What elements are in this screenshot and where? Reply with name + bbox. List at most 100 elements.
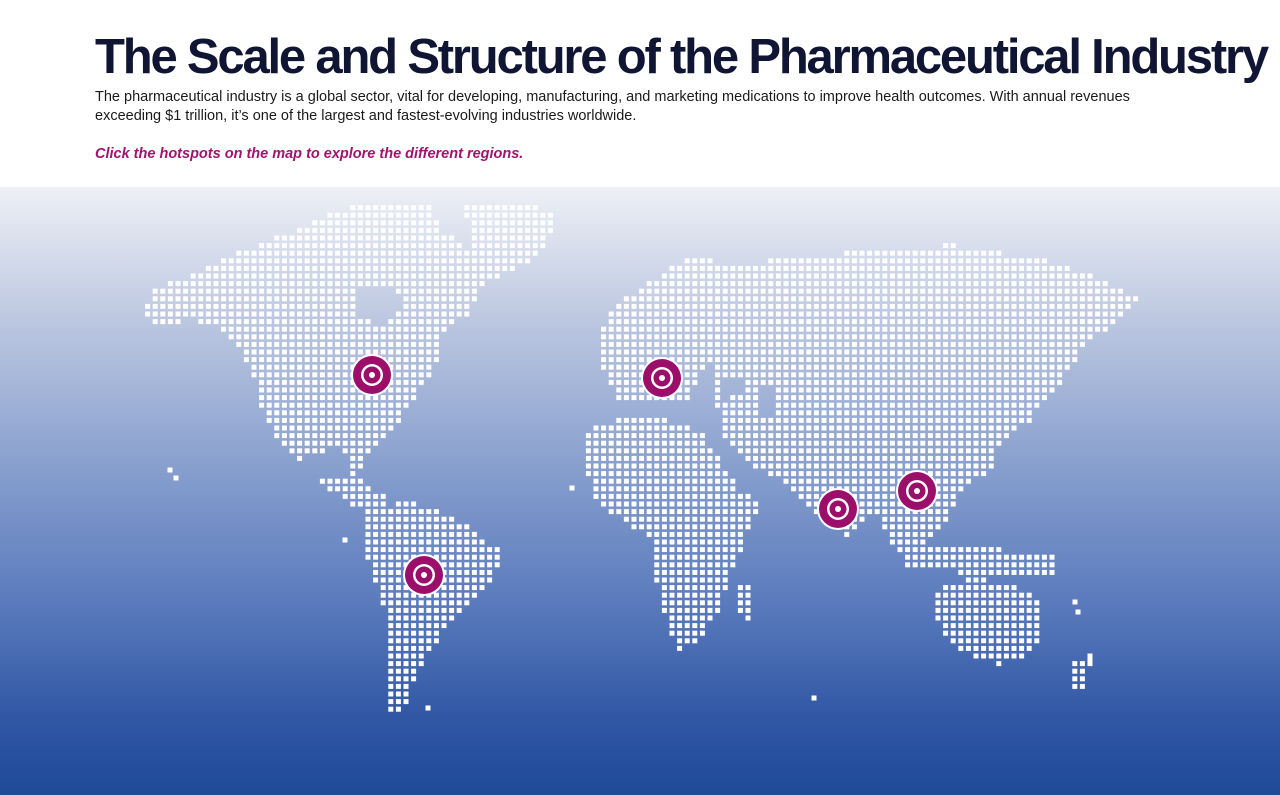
hotspot-india[interactable] xyxy=(817,488,859,530)
map-dot xyxy=(973,296,979,302)
map-dot xyxy=(403,509,409,515)
map-dot xyxy=(684,478,690,484)
map-dot xyxy=(699,319,705,325)
map-dot xyxy=(692,623,698,629)
map-dot xyxy=(844,349,850,355)
map-dot xyxy=(783,387,789,393)
map-dot xyxy=(1034,265,1040,271)
map-dot xyxy=(1049,273,1055,279)
map-dot xyxy=(1011,600,1017,606)
map-dot xyxy=(479,258,485,264)
map-dot xyxy=(692,562,698,568)
map-dot xyxy=(281,425,287,431)
map-dot xyxy=(403,243,409,249)
map-dot xyxy=(927,554,933,560)
map-dot xyxy=(813,281,819,287)
map-dot xyxy=(722,372,728,378)
map-dot xyxy=(730,273,736,279)
map-dot xyxy=(889,273,895,279)
map-dot xyxy=(791,455,797,461)
map-dot xyxy=(806,319,812,325)
map-dot xyxy=(677,303,683,309)
map-dot xyxy=(388,258,394,264)
hotspot-north-america[interactable] xyxy=(351,354,393,396)
map-dot xyxy=(449,600,455,606)
map-dot xyxy=(1079,334,1085,340)
map-dot xyxy=(882,296,888,302)
map-dot xyxy=(927,524,933,530)
map-dot xyxy=(411,661,417,667)
map-dot xyxy=(867,478,873,484)
map-dot xyxy=(289,372,295,378)
map-dot xyxy=(692,478,698,484)
map-dot xyxy=(661,471,667,477)
map-dot xyxy=(715,516,721,522)
map-dot xyxy=(692,531,698,537)
map-dot xyxy=(357,486,363,492)
map-dot xyxy=(646,455,652,461)
map-dot xyxy=(418,357,424,363)
map-dot xyxy=(623,440,629,446)
map-dot xyxy=(889,258,895,264)
map-dot xyxy=(806,402,812,408)
map-dot xyxy=(350,265,356,271)
map-dot xyxy=(905,326,911,332)
map-dot xyxy=(1079,661,1085,667)
map-dot xyxy=(175,311,181,317)
map-dot xyxy=(403,547,409,553)
map-dot xyxy=(160,296,166,302)
map-dot xyxy=(1049,349,1055,355)
map-dot xyxy=(715,379,721,385)
map-dot xyxy=(327,357,333,363)
map-dot xyxy=(1003,600,1009,606)
map-dot xyxy=(373,402,379,408)
map-dot xyxy=(745,303,751,309)
map-dot xyxy=(715,585,721,591)
map-dot xyxy=(403,303,409,309)
map-dot xyxy=(950,349,956,355)
map-dot xyxy=(745,600,751,606)
map-dot xyxy=(540,212,546,218)
map-dot xyxy=(851,311,857,317)
map-dot xyxy=(889,296,895,302)
map-dot xyxy=(631,425,637,431)
map-dot xyxy=(167,288,173,294)
map-dot xyxy=(737,585,743,591)
map-dot xyxy=(236,281,242,287)
map-dot xyxy=(623,372,629,378)
map-dot xyxy=(988,349,994,355)
map-dot xyxy=(874,273,880,279)
map-dot xyxy=(889,524,895,530)
map-dot xyxy=(981,653,987,659)
map-dot xyxy=(851,425,857,431)
map-dot xyxy=(768,341,774,347)
map-dot xyxy=(677,433,683,439)
map-dot xyxy=(1034,387,1040,393)
map-dot xyxy=(950,387,956,393)
map-dot xyxy=(403,699,409,705)
map-dot xyxy=(388,235,394,241)
map-dot xyxy=(639,319,645,325)
map-dot xyxy=(388,577,394,583)
map-dot xyxy=(646,493,652,499)
hotspot-south-america[interactable] xyxy=(403,554,445,596)
map-dot xyxy=(639,387,645,393)
map-dot xyxy=(1011,410,1017,416)
map-dot xyxy=(297,288,303,294)
map-dot xyxy=(783,372,789,378)
map-dot xyxy=(456,539,462,545)
map-dot xyxy=(722,357,728,363)
hotspot-europe[interactable] xyxy=(641,357,683,399)
map-dot xyxy=(684,486,690,492)
map-dot xyxy=(806,448,812,454)
map-dot xyxy=(380,395,386,401)
map-dot xyxy=(639,341,645,347)
map-dot xyxy=(319,433,325,439)
map-dot xyxy=(813,440,819,446)
map-dot xyxy=(692,303,698,309)
map-dot xyxy=(403,668,409,674)
map-dot xyxy=(791,471,797,477)
hotspot-east-asia[interactable] xyxy=(896,470,938,512)
map-dot xyxy=(965,288,971,294)
map-dot xyxy=(342,433,348,439)
